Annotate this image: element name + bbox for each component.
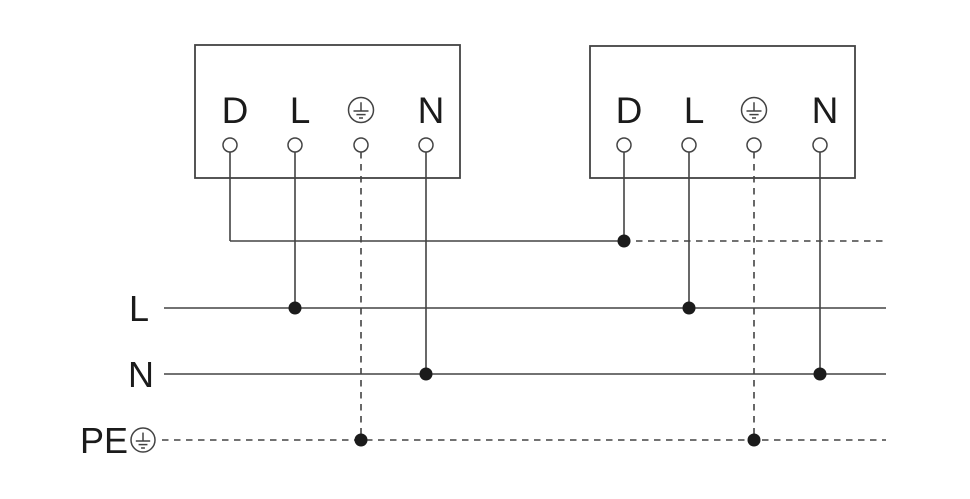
junction-n-device1: [419, 367, 433, 381]
junction-d-link: [617, 234, 631, 248]
device-2-terminal-label-d: D: [616, 90, 643, 131]
device-1-terminal-earth: [353, 137, 369, 153]
device-2-outline: [589, 45, 856, 179]
junction-l-device1: [288, 301, 302, 315]
device-1-terminal-n: [418, 137, 434, 153]
device-1-terminal-label-n: N: [418, 90, 445, 131]
bus-pe-label: PE: [80, 420, 128, 461]
bus-l-label: L: [129, 288, 149, 329]
bus-n-label: N: [128, 354, 154, 395]
device-2-terminal-n: [812, 137, 828, 153]
device-1-terminal-label-d: D: [222, 90, 249, 131]
junction-pe-device1: [354, 433, 368, 447]
bus-pe-earth-icon: [130, 427, 156, 453]
device-2-terminal-d: [616, 137, 632, 153]
device-2-terminal-label-l: L: [684, 90, 705, 131]
junction-pe-device2: [747, 433, 761, 447]
junction-l-device2: [682, 301, 696, 315]
device-1-terminal-label-l: L: [290, 90, 311, 131]
device-2-terminal-label-n: N: [812, 90, 839, 131]
device-1-terminal-d: [222, 137, 238, 153]
device-1-terminal-l: [287, 137, 303, 153]
device-1-earth-icon: [347, 96, 375, 124]
device-2-earth-icon: [740, 96, 768, 124]
device-2-terminal-l: [681, 137, 697, 153]
device-1-outline: [194, 44, 461, 179]
junction-n-device2: [813, 367, 827, 381]
device-2-terminal-earth: [746, 137, 762, 153]
